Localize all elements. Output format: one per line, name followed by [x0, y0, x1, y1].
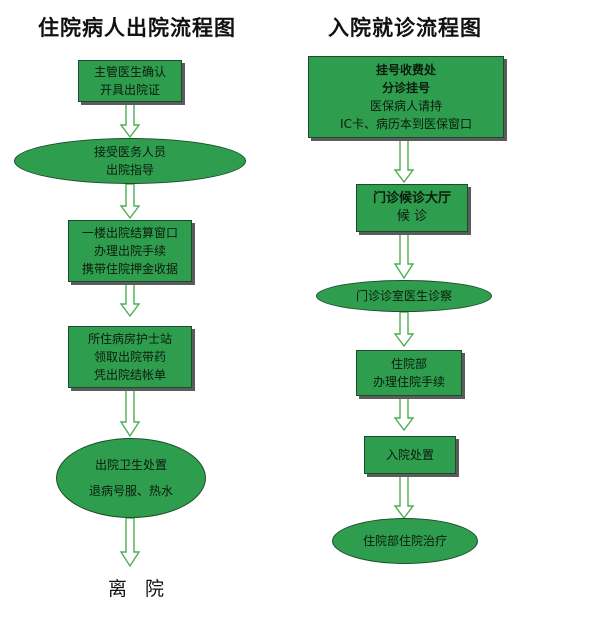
left-step-4-line-2: 领取出院带药 [93, 350, 166, 364]
left-step-5-line-2: 退病号服、热水 [88, 484, 173, 498]
arrow-right-3 [394, 311, 414, 347]
left-step-3-line-3: 携带住院押金收据 [81, 262, 178, 276]
right-step-2-line-1: 门诊候诊大厅 [372, 191, 451, 206]
right-step-4-line-2: 办理住院手续 [372, 375, 445, 389]
right-step-3-ellipse: 门诊诊室医生诊察 [316, 280, 492, 312]
arrow-right-4 [394, 395, 414, 431]
left-step-3-line-2: 办理出院手续 [93, 244, 166, 258]
right-step-5-line-1: 入院处置 [385, 448, 434, 462]
left-step-3-box: 一楼出院结算窗口 办理出院手续 携带住院押金收据 [68, 220, 192, 282]
right-step-6-ellipse: 住院部住院治疗 [332, 518, 478, 564]
left-step-5-ellipse: 出院卫生处置 退病号服、热水 [56, 438, 206, 518]
left-step-2-ellipse: 接受医务人员 出院指导 [14, 138, 246, 184]
right-step-1-box: 挂号收费处 分诊挂号 医保病人请持 IC卡、病历本到医保窗口 [308, 56, 504, 138]
right-step-6-line-1: 住院部住院治疗 [362, 534, 447, 548]
right-step-1-line-4: IC卡、病历本到医保窗口 [340, 117, 472, 131]
left-step-4-line-3: 凭出院结帐单 [93, 368, 166, 382]
right-step-1-line-1: 挂号收费处 [375, 63, 436, 77]
left-step-5-line-1: 出院卫生处置 [94, 458, 167, 472]
right-step-3-line-1: 门诊诊室医生诊察 [355, 289, 452, 303]
left-flow-title: 住院病人出院流程图 [38, 15, 236, 40]
arrow-left-2 [120, 183, 140, 219]
left-step-4-line-1: 所住病房护士站 [87, 332, 172, 346]
arrow-right-2 [393, 231, 415, 280]
arrow-right-5 [393, 473, 415, 520]
right-step-1-line-2: 分诊挂号 [381, 81, 430, 95]
arrow-left-4 [119, 387, 141, 438]
arrow-left-1 [120, 102, 140, 138]
left-step-1-box: 主管医生确认 开具出院证 [78, 60, 182, 102]
right-step-4-line-1: 住院部 [390, 357, 427, 371]
right-step-1-line-3: 医保病人请持 [369, 99, 442, 113]
right-step-4-box: 住院部 办理住院手续 [356, 350, 462, 396]
left-step-4-box: 所住病房护士站 领取出院带药 凭出院结帐单 [68, 326, 192, 388]
left-step-3-line-1: 一楼出院结算窗口 [81, 226, 178, 240]
arrow-left-3 [120, 281, 140, 317]
right-step-2-box: 门诊候诊大厅 候 诊 [356, 184, 468, 232]
right-step-2-line-2: 候 诊 [396, 209, 428, 224]
arrow-left-5 [119, 517, 141, 568]
right-step-5-box: 入院处置 [364, 436, 456, 474]
left-step-1-line-1: 主管医生确认 [93, 65, 166, 79]
left-step-2-line-1: 接受医务人员 [93, 145, 166, 159]
arrow-right-1 [393, 137, 415, 184]
right-flow-title: 入院就诊流程图 [328, 15, 482, 40]
left-step-1-line-2: 开具出院证 [99, 83, 160, 97]
left-step-2-line-2: 出院指导 [105, 163, 154, 177]
leave-hospital-label: 离 院 [108, 578, 171, 600]
